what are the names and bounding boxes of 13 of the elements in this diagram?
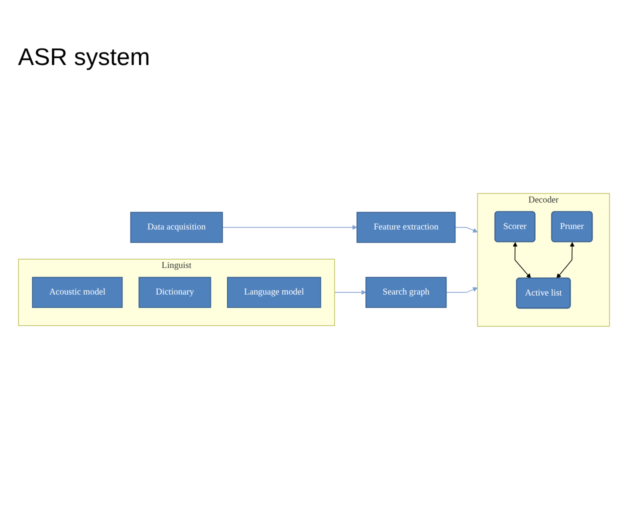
- node-box: Language model: [227, 276, 322, 308]
- arrow: [334, 290, 366, 294]
- diagram-title: ASR system: [18, 44, 150, 72]
- arrow: [454, 226, 478, 232]
- node-box: Search graph: [365, 276, 447, 308]
- node-box: Dictionary: [138, 276, 212, 308]
- node-box: Acoustic model: [32, 276, 123, 308]
- node-box: Data acquisition: [130, 212, 223, 242]
- arrow: [222, 224, 358, 230]
- node-box: Feature extraction: [356, 212, 456, 242]
- arrow: [512, 242, 531, 278]
- arrow: [556, 242, 575, 278]
- arrow: [446, 286, 478, 292]
